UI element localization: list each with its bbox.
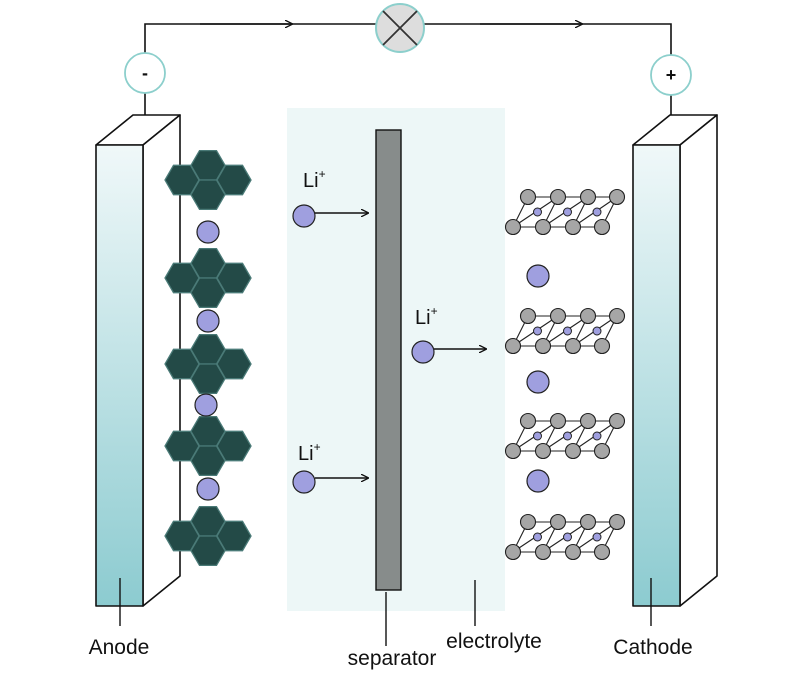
cathode-label: Cathode xyxy=(613,636,692,659)
lithium-atom xyxy=(194,393,218,417)
graphite-hexagon xyxy=(216,348,252,380)
graphite-layers xyxy=(164,149,252,567)
lattice-inner-atom xyxy=(563,326,572,336)
anode-terminal: - xyxy=(124,52,166,94)
lithium-atom xyxy=(526,264,550,288)
li-ion-3: Li+ xyxy=(292,440,368,494)
lattice-atom xyxy=(519,307,537,325)
lattice-inner-atom xyxy=(592,326,602,336)
lattice-layer xyxy=(504,307,626,355)
lattice-atom xyxy=(549,513,567,531)
li-ion-1: Li+ xyxy=(292,167,368,228)
lattice-inner-atom xyxy=(592,532,602,542)
lattice-inner-atom xyxy=(563,532,572,542)
anode-electrode xyxy=(95,114,181,607)
electrolyte-label: electrolyte xyxy=(446,630,542,653)
intercalated-lithium xyxy=(194,220,550,501)
wire-left xyxy=(144,23,378,53)
lattice-layer xyxy=(504,188,626,236)
li-ion-label-1: Li+ xyxy=(303,167,326,192)
lattice-atom xyxy=(593,543,611,561)
wire-right xyxy=(424,23,672,57)
lattice-atom xyxy=(608,412,626,430)
lattice-atom xyxy=(579,412,597,430)
lattice-inner-atom xyxy=(563,207,572,217)
lattice-layer xyxy=(504,412,626,460)
lattice-atom xyxy=(564,543,582,561)
graphite-cluster xyxy=(164,415,252,477)
separator-label: separator xyxy=(348,647,437,670)
lattice-atom xyxy=(579,188,597,206)
lattice-atom xyxy=(504,337,522,355)
lattice-atom xyxy=(593,442,611,460)
lattice-atom xyxy=(564,337,582,355)
lattice-inner-atom xyxy=(592,431,602,441)
lattice-atom xyxy=(534,442,552,460)
lattice-inner-atom xyxy=(533,326,542,336)
graphite-cluster xyxy=(164,149,252,211)
lattice-layer xyxy=(504,513,626,561)
graphite-cluster xyxy=(164,505,252,567)
label-leaders xyxy=(119,578,652,646)
graphite-cluster xyxy=(164,247,252,309)
lattice-inner-atom xyxy=(592,207,602,217)
separator-membrane xyxy=(375,129,402,591)
lithium-atom xyxy=(526,469,550,493)
li-ion-2: Li+ xyxy=(411,304,486,364)
lithium-atom xyxy=(196,220,220,244)
lattice-atom xyxy=(549,188,567,206)
lattice-atom xyxy=(519,412,537,430)
lattice-atom xyxy=(579,307,597,325)
lattice-atom xyxy=(504,442,522,460)
lattice-atom xyxy=(564,442,582,460)
lithium-atom xyxy=(526,370,550,394)
graphite-hexagon xyxy=(216,520,252,552)
lithium-atom xyxy=(196,309,220,333)
lattice-inner-atom xyxy=(563,431,572,441)
lattice-atom xyxy=(608,307,626,325)
lattice-atom xyxy=(593,337,611,355)
lamp-cross-icon xyxy=(375,3,425,53)
graphite-hexagon xyxy=(216,164,252,196)
li-ion-label-3: Li+ xyxy=(298,440,321,465)
lattice-atom xyxy=(504,543,522,561)
lattice-atom xyxy=(534,543,552,561)
lattice-atom xyxy=(564,218,582,236)
lattice-atom xyxy=(608,513,626,531)
anode-label: Anode xyxy=(89,636,150,659)
lattice-inner-atom xyxy=(533,532,542,542)
lattice-atom xyxy=(608,188,626,206)
lithium-atom xyxy=(196,477,220,501)
lattice-atom xyxy=(579,513,597,531)
lattice-atom xyxy=(534,218,552,236)
cathode-electrode xyxy=(632,114,718,607)
lattice-atom xyxy=(549,412,567,430)
external-circuit xyxy=(144,23,672,135)
lattice-atom xyxy=(519,513,537,531)
plus-icon: + xyxy=(666,65,677,85)
graphite-hexagon xyxy=(216,430,252,462)
li-ion-label-2: Li+ xyxy=(415,304,438,329)
lattice-atom xyxy=(593,218,611,236)
lattice-inner-atom xyxy=(533,431,542,441)
lattice-atom xyxy=(519,188,537,206)
lattice-inner-atom xyxy=(533,207,542,217)
lattice-atom xyxy=(549,307,567,325)
cathode-lattice-layers xyxy=(504,188,626,561)
lattice-atom xyxy=(504,218,522,236)
cathode-terminal: + xyxy=(650,54,692,96)
graphite-hexagon xyxy=(216,262,252,294)
minus-icon: - xyxy=(142,63,148,83)
lattice-atom xyxy=(534,337,552,355)
graphite-cluster xyxy=(164,333,252,395)
